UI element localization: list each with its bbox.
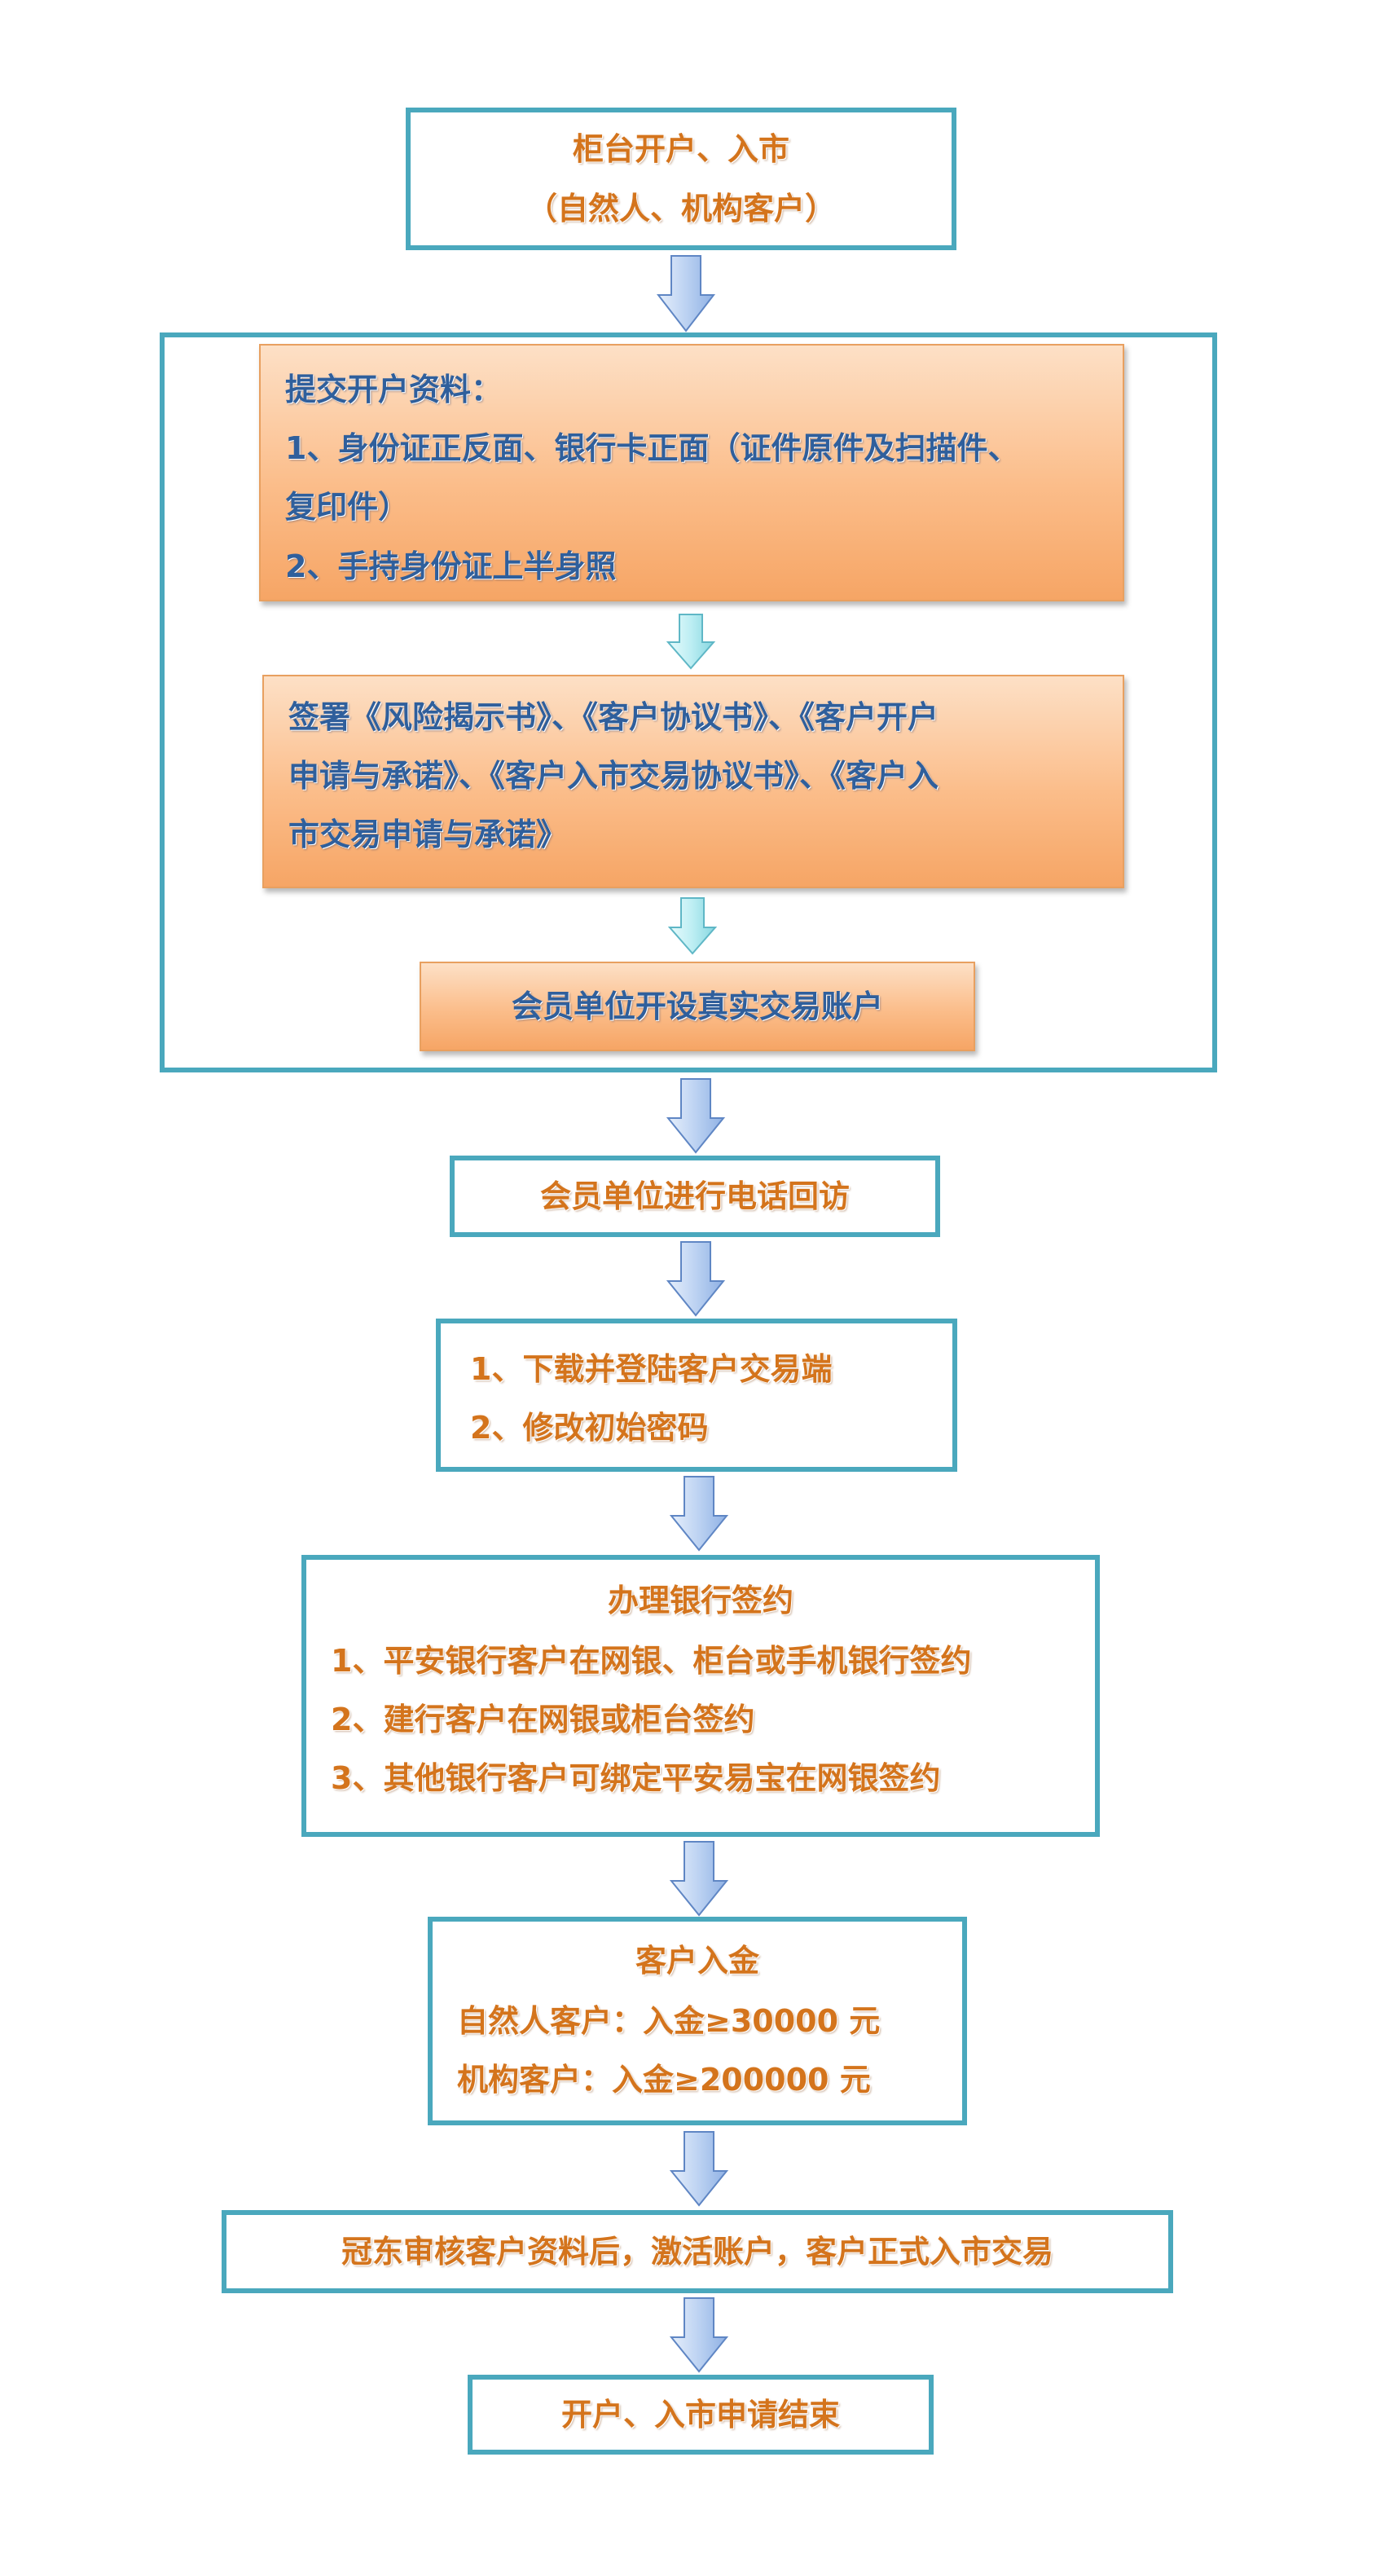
bank-signing-line1: 1、平安银行客户在网银、柜台或手机银行签约	[331, 1643, 972, 1679]
phone-callback-box: 会员单位进行电话回访	[450, 1156, 940, 1237]
arrow-down-icon	[670, 2297, 728, 2373]
deposit-funds-box: 客户入金 自然人客户：入金≥30000 元 机构客户：入金≥200000 元	[428, 1917, 967, 2125]
application-end-box: 开户、入市申请结束	[468, 2375, 934, 2455]
step-open-account-line2: （自然人、机构客户）	[525, 190, 836, 227]
review-activate-box: 冠东审核客户资料后，激活账户，客户正式入市交易	[222, 2210, 1173, 2293]
bank-signing-title: 办理银行签约	[607, 1583, 794, 1618]
submit-documents-line3: 2、手持身份证上半身照	[285, 548, 617, 584]
sign-agreements-line3: 市交易申请与承诺》	[288, 817, 568, 853]
deposit-funds-line2: 机构客户：入金≥200000 元	[457, 2062, 871, 2098]
open-trading-account-box: 会员单位开设真实交易账户	[420, 962, 975, 1051]
bank-signing-line3: 3、其他银行客户可绑定平安易宝在网银签约	[331, 1760, 941, 1797]
arrow-down-icon	[670, 2131, 728, 2207]
phone-callback-text: 会员单位进行电话回访	[539, 1178, 850, 1214]
open-trading-account-text: 会员单位开设真实交易账户	[511, 988, 883, 1024]
arrow-down-icon	[657, 255, 715, 332]
sign-agreements-box: 签署《风险揭示书》、《客户协议书》、《客户开户 申请与承诺》、《客户入市交易协议…	[262, 675, 1124, 888]
arrow-down-icon	[666, 1078, 725, 1154]
bank-signing-line2: 2、建行客户在网银或柜台签约	[331, 1702, 755, 1738]
bank-signing-box: 办理银行签约 1、平安银行客户在网银、柜台或手机银行签约 2、建行客户在网银或柜…	[301, 1555, 1100, 1837]
download-client-box: 1、下载并登陆客户交易端 2、修改初始密码	[436, 1319, 957, 1472]
arrow-down-icon	[666, 1241, 725, 1317]
step-open-account: 柜台开户、入市 （自然人、机构客户）	[406, 108, 956, 250]
deposit-funds-line1: 自然人客户：入金≥30000 元	[457, 2003, 881, 2039]
arrow-down-icon	[666, 614, 715, 670]
arrow-down-icon	[670, 1841, 728, 1917]
step-open-account-line1: 柜台开户、入市	[572, 131, 789, 168]
deposit-funds-title: 客户入金	[635, 1943, 759, 1979]
application-end-text: 开户、入市申请结束	[561, 2396, 840, 2433]
download-client-line1: 1、下载并登陆客户交易端	[470, 1351, 833, 1387]
submit-documents-line2: 复印件）	[285, 489, 410, 526]
submit-documents-title: 提交开户资料：	[285, 372, 503, 407]
arrow-down-icon	[670, 1476, 728, 1552]
sign-agreements-line1: 签署《风险揭示书》、《客户协议书》、《客户开户	[288, 699, 939, 735]
download-client-line2: 2、修改初始密码	[470, 1410, 709, 1447]
submit-documents-box: 提交开户资料： 1、身份证正反面、银行卡正面（证件原件及扫描件、 复印件） 2、…	[259, 344, 1124, 601]
sign-agreements-line2: 申请与承诺》、《客户入市交易协议书》、《客户入	[288, 758, 939, 795]
arrow-down-icon	[668, 897, 717, 955]
submit-documents-line1: 1、身份证正反面、银行卡正面（证件原件及扫描件、	[285, 430, 1019, 467]
review-activate-text: 冠东审核客户资料后，激活账户，客户正式入市交易	[341, 2233, 1053, 2270]
